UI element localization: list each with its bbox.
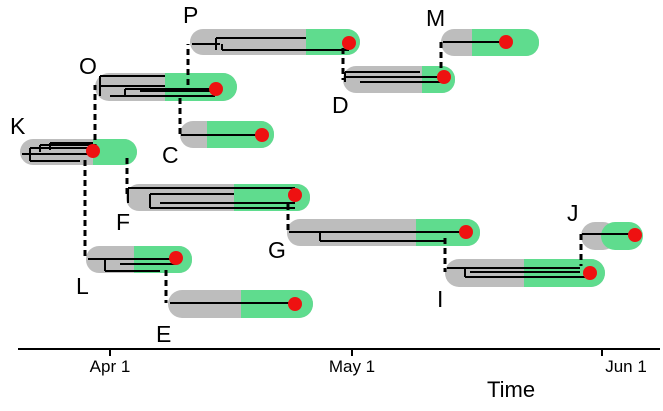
label-C: C bbox=[162, 142, 179, 168]
tip-L bbox=[169, 251, 183, 265]
label-E: E bbox=[156, 321, 171, 347]
bar-O bbox=[95, 73, 237, 101]
tip-D bbox=[437, 70, 451, 84]
label-M: M bbox=[426, 5, 445, 31]
bars bbox=[20, 29, 643, 318]
branches-D bbox=[344, 71, 444, 83]
label-I: I bbox=[437, 286, 443, 312]
tip-P bbox=[342, 36, 356, 50]
branches-P bbox=[192, 37, 349, 51]
label-K: K bbox=[10, 113, 26, 139]
time-axis: Apr 1 May 1 Jun 1 Time bbox=[18, 348, 660, 402]
tree-branches bbox=[22, 37, 635, 304]
branches-O bbox=[99, 75, 215, 97]
axis-title: Time bbox=[487, 377, 535, 402]
tip-J bbox=[628, 228, 642, 242]
label-F: F bbox=[116, 209, 130, 235]
tick-label-apr-1: Apr 1 bbox=[90, 357, 131, 376]
connectors bbox=[83, 42, 583, 303]
tip-C bbox=[255, 128, 269, 142]
tip-F bbox=[288, 188, 302, 202]
label-D: D bbox=[332, 92, 349, 118]
node-labels: K O P M D C F G J I L E bbox=[10, 2, 579, 347]
label-L: L bbox=[76, 273, 89, 299]
tip-G bbox=[459, 225, 473, 239]
branches-F bbox=[127, 187, 295, 209]
tip-K bbox=[86, 144, 100, 158]
label-O: O bbox=[79, 53, 97, 79]
tip-E bbox=[288, 297, 302, 311]
tick-label-jun-1: Jun 1 bbox=[605, 357, 647, 376]
tip-I bbox=[583, 266, 597, 280]
branches-K bbox=[22, 142, 93, 162]
branches-G bbox=[289, 231, 465, 242]
label-J: J bbox=[567, 200, 579, 226]
branches-I bbox=[447, 267, 590, 278]
tick-label-may-1: May 1 bbox=[329, 357, 375, 376]
label-P: P bbox=[183, 2, 198, 28]
tip-markers bbox=[86, 35, 642, 311]
tip-M bbox=[499, 35, 513, 49]
branches-L bbox=[88, 258, 176, 272]
tip-O bbox=[209, 82, 223, 96]
label-G: G bbox=[268, 237, 286, 263]
